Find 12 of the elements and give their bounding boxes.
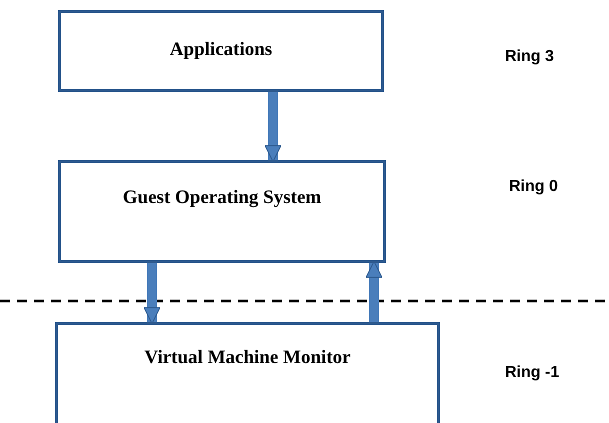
process-box <box>58 10 384 92</box>
arrow <box>144 263 160 324</box>
process-box <box>58 160 386 263</box>
process-box <box>55 322 440 423</box>
ring-label: Ring 0 <box>509 178 558 196</box>
arrow <box>366 260 382 322</box>
ring-label: Ring -1 <box>505 364 560 382</box>
box-title: Virtual Machine Monitor <box>144 347 351 369</box>
box-title: Applications <box>170 39 272 61</box>
arrow <box>264 92 282 162</box>
ring-label: Ring 3 <box>505 48 554 66</box>
box-title: Guest Operating System <box>122 187 322 209</box>
